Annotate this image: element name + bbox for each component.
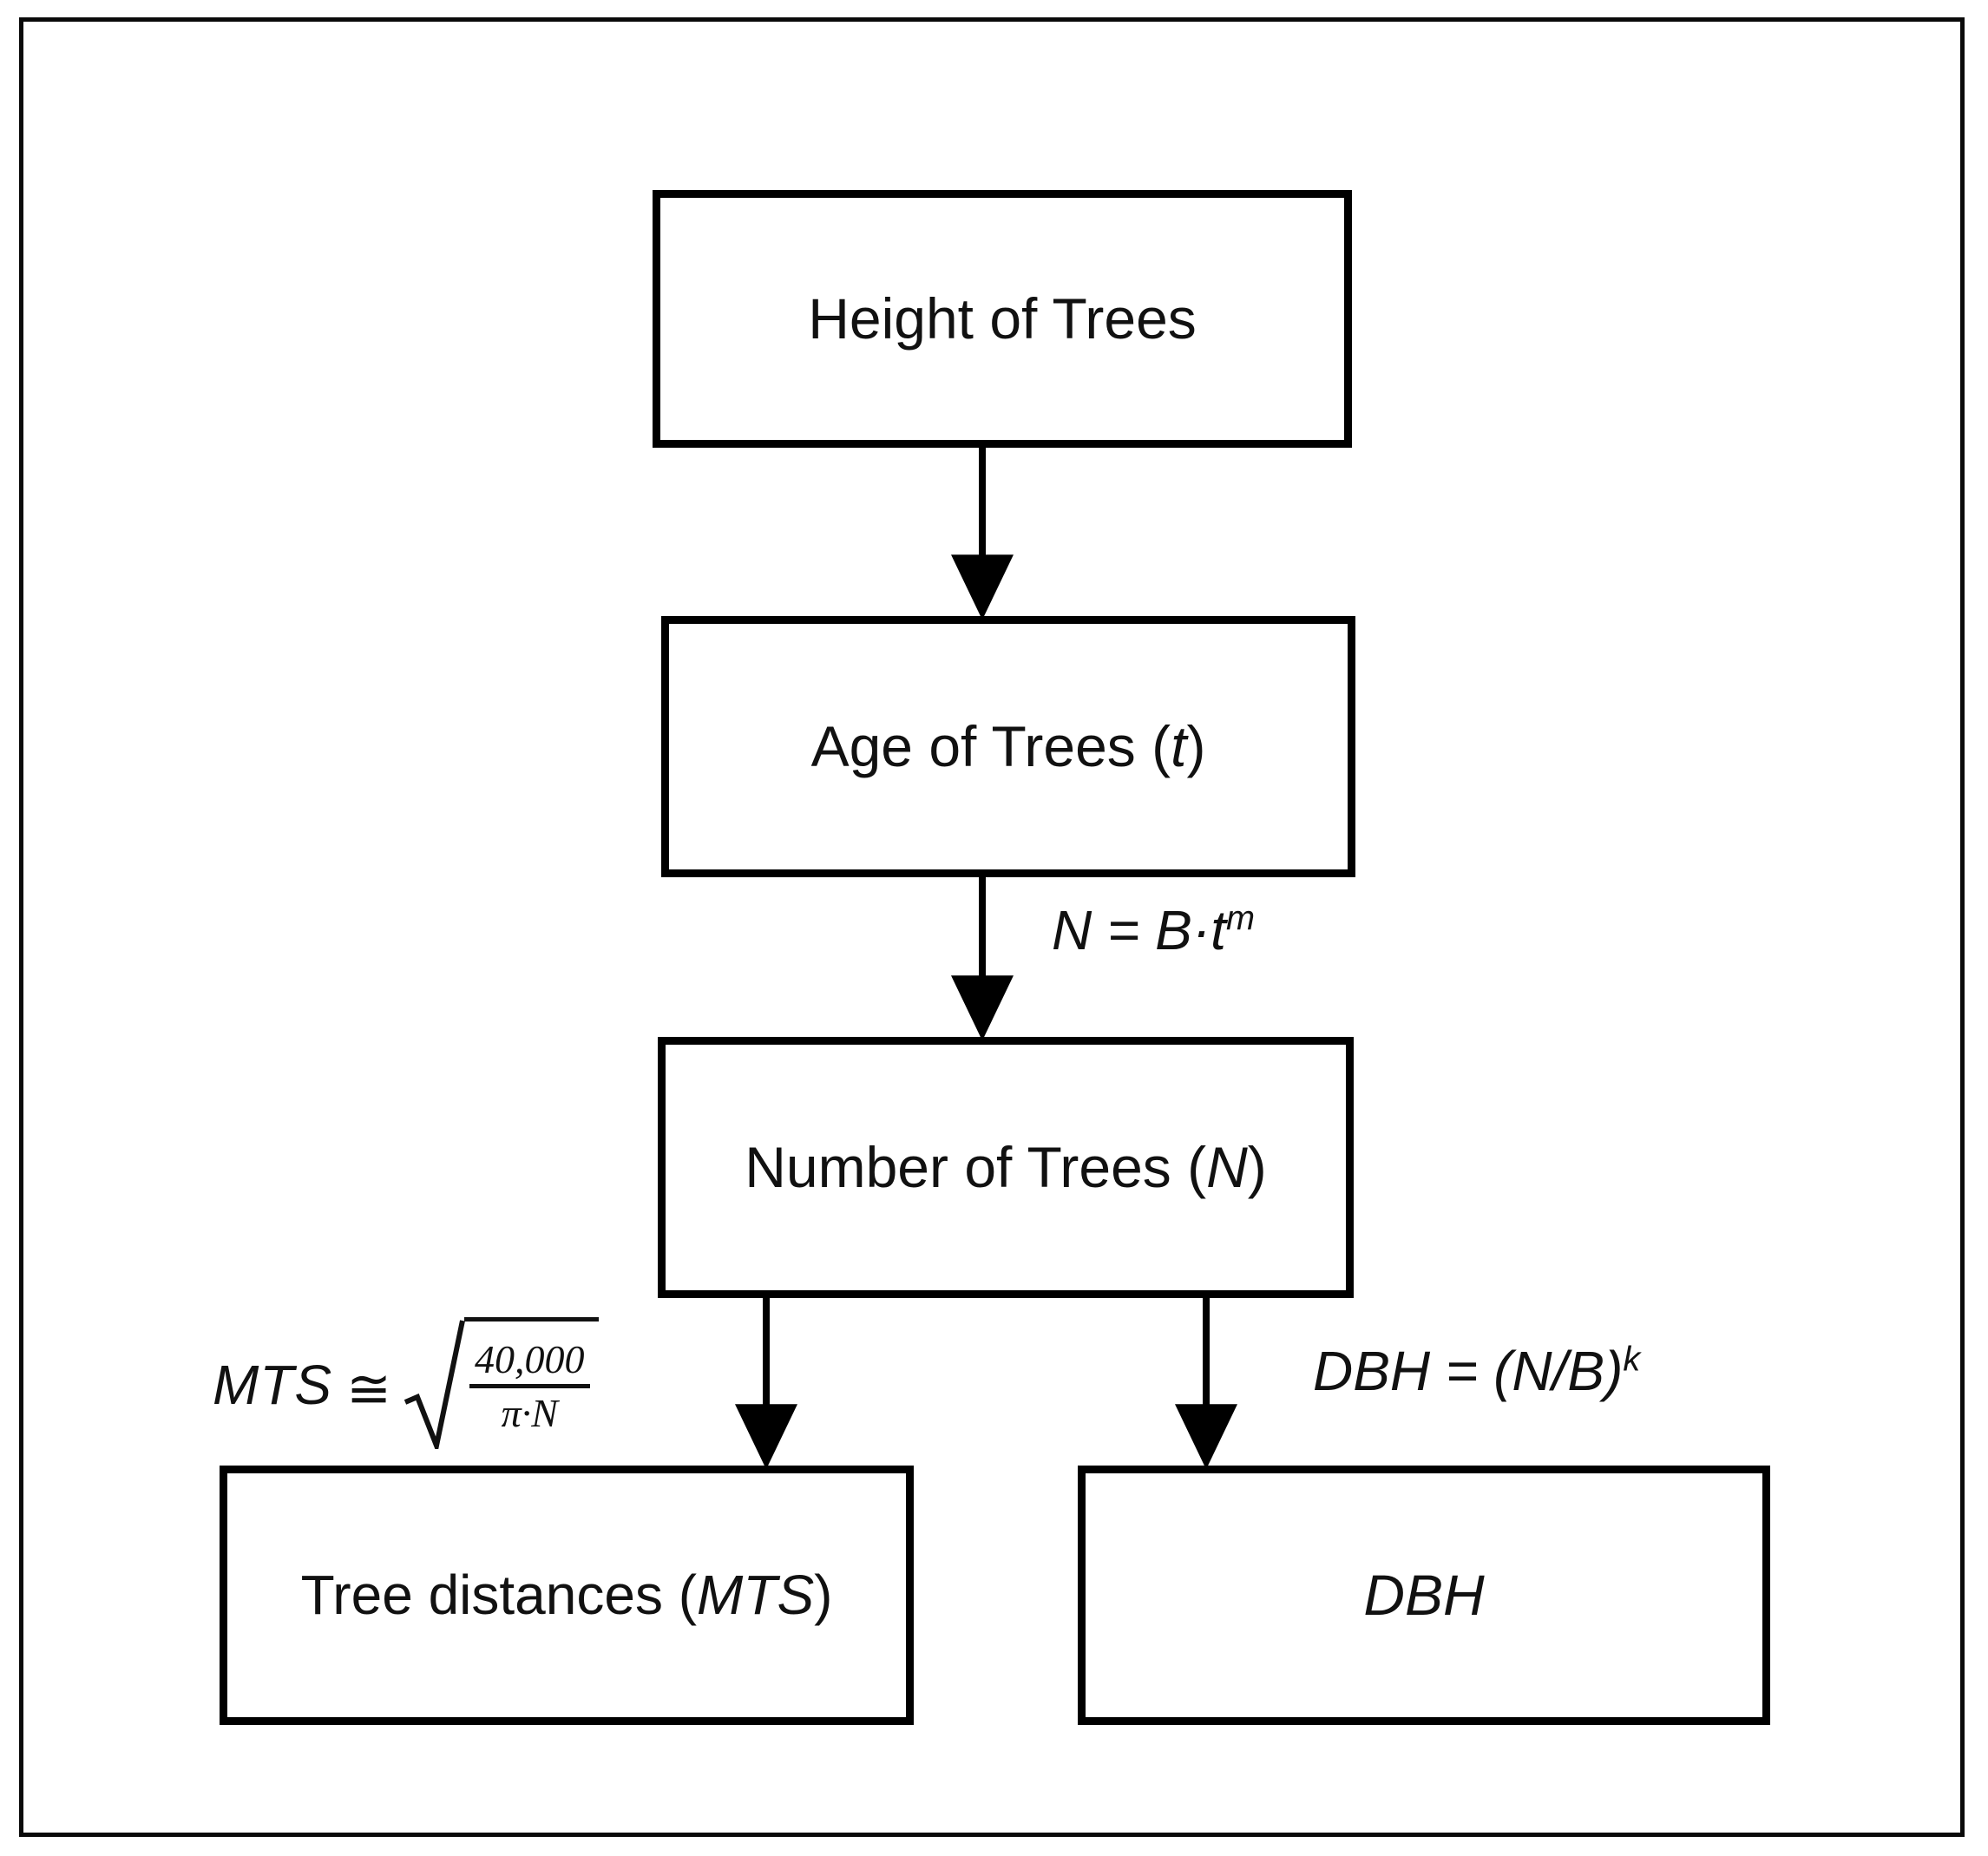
node-dbh-label: DBH xyxy=(1363,1563,1485,1628)
edge-label-number-of-trees-formula: N = B·tm xyxy=(1052,899,1255,961)
radical-sign-icon xyxy=(404,1320,465,1449)
fraction-denominator: π·N xyxy=(501,1390,558,1435)
node-tree-distances: Tree distances (MTS) xyxy=(220,1466,914,1725)
figure-outer-frame: Height of Trees Age of Trees (t) Number … xyxy=(19,17,1965,1837)
radicand-fraction: 40,000 π·N xyxy=(464,1317,599,1449)
node-height-of-trees-label: Height of Trees xyxy=(808,286,1197,351)
node-height-of-trees: Height of Trees xyxy=(653,190,1352,448)
node-age-of-trees-label: Age of Trees (t) xyxy=(810,714,1206,779)
node-dbh: DBH xyxy=(1078,1466,1770,1725)
node-number-of-trees: Number of Trees (N) xyxy=(658,1037,1354,1298)
mts-formula-lhs: MTS xyxy=(213,1354,333,1416)
node-tree-distances-label: Tree distances (MTS) xyxy=(300,1564,833,1627)
square-root-group: 40,000 π·N xyxy=(404,1317,599,1449)
edge-label-dbh-formula: DBH = (N/B)k xyxy=(1313,1340,1641,1402)
node-age-of-trees: Age of Trees (t) xyxy=(661,616,1355,877)
fraction-numerator: 40,000 xyxy=(469,1335,590,1388)
edge-label-mts-formula: MTS ≅ 40,000 π·N xyxy=(213,1317,599,1451)
node-number-of-trees-label: Number of Trees (N) xyxy=(745,1135,1267,1200)
approx-equal-icon: ≅ xyxy=(346,1359,392,1420)
